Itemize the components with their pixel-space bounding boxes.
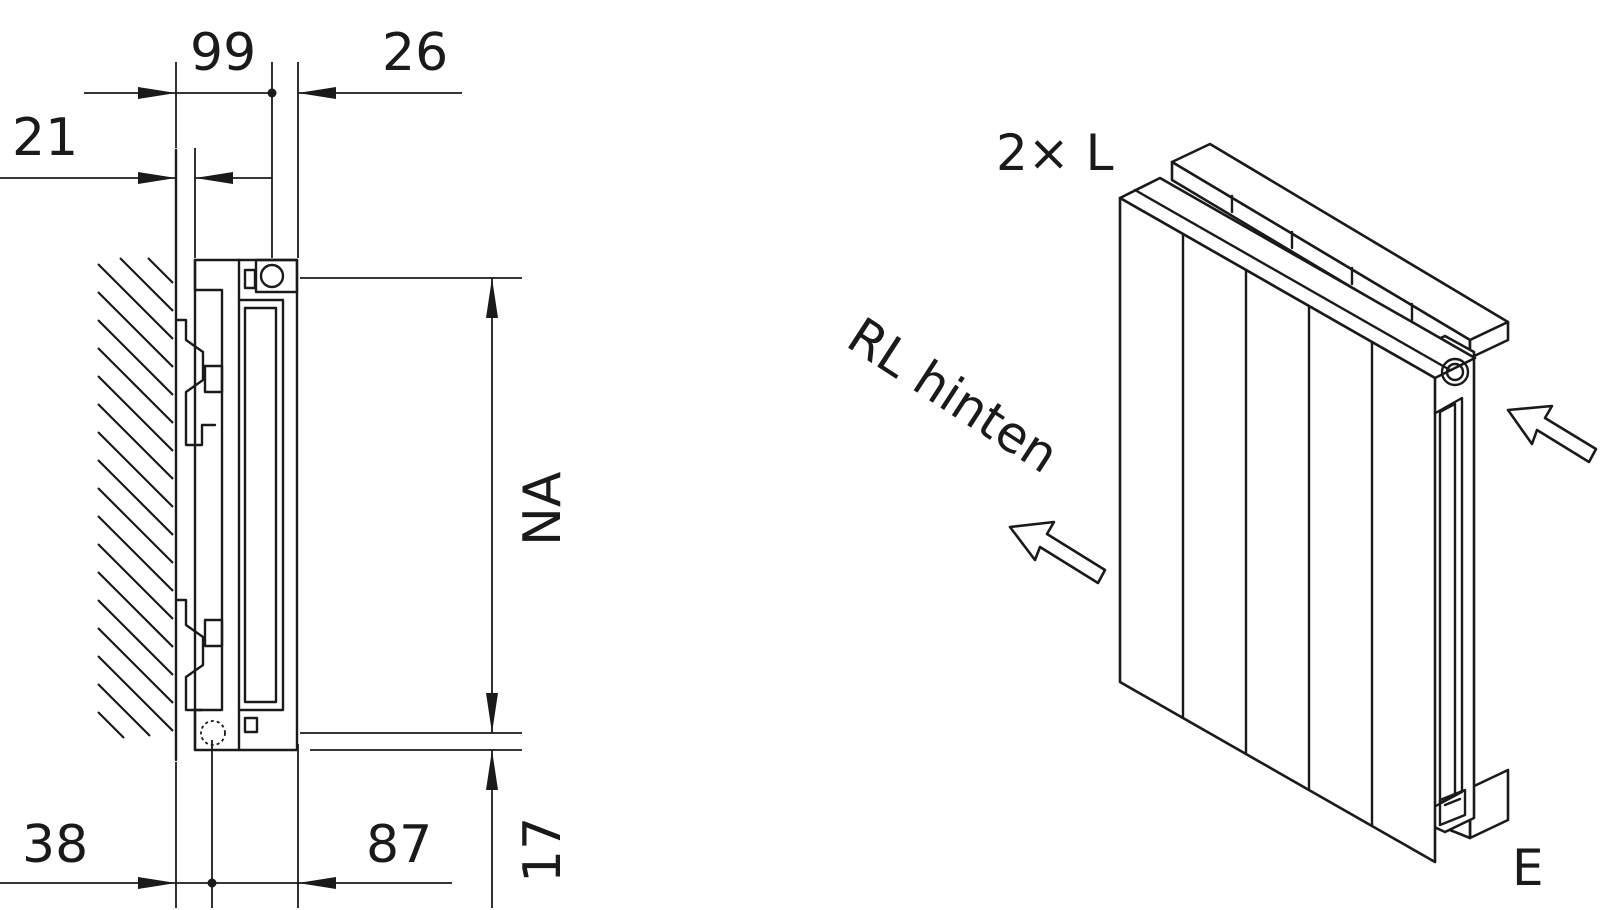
wall-bracket-top bbox=[174, 318, 224, 447]
radiator-profile bbox=[193, 258, 299, 752]
dim-17-label: 17 bbox=[513, 817, 573, 883]
wall-hatch bbox=[97, 148, 178, 762]
sections-label: 2× L bbox=[996, 124, 1114, 182]
dim-99-label: 99 bbox=[190, 23, 256, 83]
dimension-bottom: 38 87 bbox=[0, 815, 452, 889]
dim-21-label: 21 bbox=[12, 108, 78, 168]
wall-bracket-bottom bbox=[174, 598, 224, 712]
radiator-front-panel bbox=[1118, 176, 1477, 864]
return-arrow-icon bbox=[1008, 520, 1107, 585]
dim-26-label: 26 bbox=[382, 23, 448, 83]
rear-top-rail bbox=[1170, 142, 1510, 360]
supply-label: E bbox=[1512, 839, 1544, 897]
supply-arrow-icon bbox=[1506, 404, 1598, 464]
side-view: 99 26 21 NA 17 bbox=[0, 23, 573, 908]
dim-87-label: 87 bbox=[366, 815, 432, 875]
dimension-top: 99 26 bbox=[84, 23, 462, 99]
return-port-front bbox=[1438, 788, 1467, 827]
return-label: RL hinten bbox=[837, 306, 1068, 484]
dimension-21: 21 bbox=[0, 108, 272, 184]
dim-na-label: NA bbox=[513, 471, 573, 546]
dim-38-label: 38 bbox=[22, 815, 88, 875]
extension-lines bbox=[175, 62, 522, 908]
dimension-17: 17 bbox=[486, 750, 573, 908]
dimension-na: NA bbox=[486, 278, 573, 733]
supply-port bbox=[1440, 357, 1470, 387]
isometric-view: 2× L RL hinten E bbox=[837, 124, 1598, 897]
